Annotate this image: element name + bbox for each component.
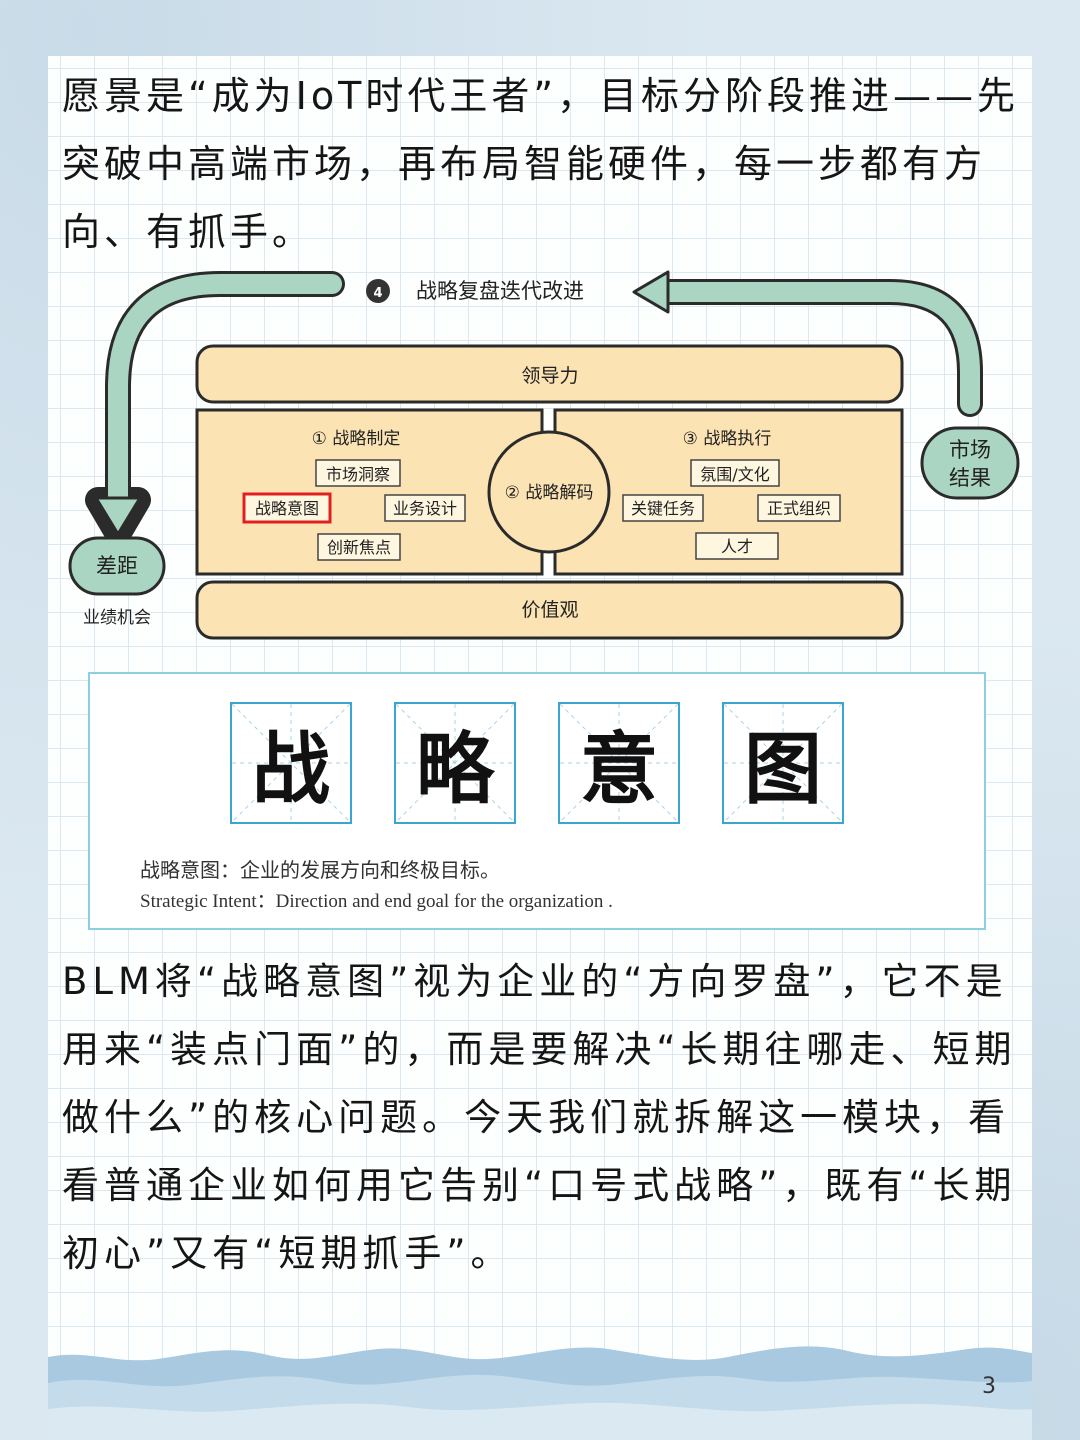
svg-text:人才: 人才	[721, 537, 753, 556]
decoding-circle	[487, 430, 611, 554]
svg-text:氛围/文化: 氛围/文化	[700, 465, 769, 484]
execution-title: ③ 战略执行	[683, 429, 772, 449]
execution-item-talent: 人才	[695, 532, 779, 560]
char-box-3: 意	[558, 702, 680, 824]
leadership-bar	[195, 344, 904, 404]
intro-paragraph: 愿景是“成为IoT时代王者”，目标分阶段推进——先突破中高端市场，再布局智能硬件…	[62, 74, 1020, 254]
char-box-1: 战	[230, 702, 352, 824]
definition-english: Strategic Intent：Direction and end goal …	[140, 891, 613, 912]
formulation-title: ① 战略制定	[312, 429, 401, 449]
execution-item-critical-tasks: 关键任务	[622, 494, 704, 522]
decoding-label: ② 战略解码	[505, 483, 594, 503]
formulation-item-innovation-focus: 创新焦点	[317, 533, 401, 561]
formulation-item-strategic-intent: 战略意图	[242, 492, 332, 524]
loop-arrow-left	[85, 271, 345, 547]
strategic-intent-card: 战 略 意 图 战略意图：企业的发展方向和终极目标。 Strategic Int…	[88, 672, 986, 930]
loop-arrow-right	[632, 270, 983, 417]
gap-label: 差距	[96, 554, 138, 578]
svg-text:市场洞察: 市场洞察	[326, 465, 390, 484]
values-bar	[195, 580, 904, 640]
char-box-2: 略	[394, 702, 516, 824]
loop-label: 战略复盘迭代改进	[416, 279, 584, 303]
intent-char: 略	[415, 724, 494, 815]
loop-number: 4	[373, 286, 382, 301]
svg-text:战略意图: 战略意图	[255, 499, 319, 518]
mountain-decoration	[48, 1346, 1032, 1440]
result-line-1: 市场	[949, 438, 991, 462]
blm-diagram: 4 战略复盘迭代改进 领导力 ① 战略制定 市场洞察 战略意图 业务设计 创新焦…	[68, 270, 1020, 640]
intent-char: 图	[743, 724, 822, 815]
char-box-4: 图	[722, 702, 844, 824]
page-number: 3	[982, 1374, 996, 1399]
loop-number-badge	[366, 279, 390, 303]
svg-text:业务设计: 业务设计	[393, 499, 457, 518]
svg-text:创新焦点: 创新焦点	[327, 538, 391, 557]
gap-pill	[68, 536, 166, 596]
body-paragraph: BLM将“战略意图”视为企业的“方向罗盘”，它不是用来“装点门面”的，而是要解决…	[62, 960, 1017, 1275]
intent-char: 战	[251, 724, 330, 815]
svg-text:关键任务: 关键任务	[631, 499, 695, 518]
values-label: 价值观	[521, 599, 578, 621]
gap-sublabel: 业绩机会	[83, 608, 151, 628]
result-line-2: 结果	[949, 466, 991, 490]
market-result-pill	[920, 426, 1020, 500]
svg-text:正式组织: 正式组织	[767, 499, 831, 518]
execution-item-culture: 氛围/文化	[690, 459, 780, 487]
formulation-item-market-insight: 市场洞察	[315, 459, 401, 487]
leadership-label: 领导力	[521, 365, 578, 387]
formulation-item-business-design: 业务设计	[384, 494, 466, 522]
execution-item-formal-org: 正式组织	[757, 494, 841, 522]
intent-char: 意	[579, 724, 658, 815]
definition-chinese: 战略意图：企业的发展方向和终极目标。	[140, 858, 500, 882]
